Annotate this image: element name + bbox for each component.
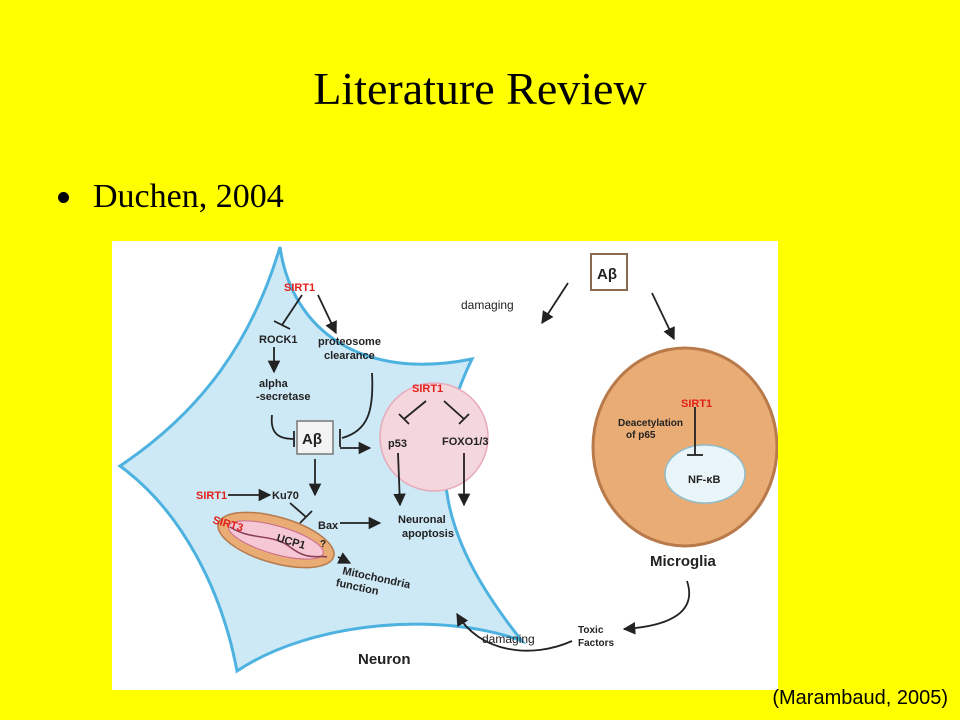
- damaging-bottom-label: damaging: [482, 632, 535, 646]
- slide-title: Literature Review: [313, 63, 647, 114]
- apoptosis-line1: Neuronal: [398, 514, 446, 526]
- sirt1-microglia-label: SIRT1: [681, 398, 712, 410]
- citation: (Marambaud, 2005): [772, 687, 948, 709]
- sirt1-ku-label: SIRT1: [196, 490, 227, 502]
- foxo-label: FOXO1/3: [442, 436, 488, 448]
- alpha-line1: alpha: [259, 378, 289, 390]
- neuron-label: Neuron: [358, 651, 411, 668]
- sirt1-top-label: SIRT1: [284, 282, 315, 294]
- p53-label: p53: [388, 438, 407, 450]
- microglia-label: Microglia: [650, 553, 717, 570]
- pathway-diagram: SIRT1 ROCK1 proteosome clearance alpha -…: [117, 246, 778, 674]
- toxic-line2: Factors: [578, 638, 615, 649]
- alpha-secretase-label: alpha -secretase: [256, 378, 310, 403]
- bullet-dot-icon: [58, 191, 69, 203]
- toxic-line1: Toxic: [578, 625, 604, 636]
- abeta-neuron-label: Aβ: [302, 431, 322, 448]
- proteosome-line2: clearance: [324, 350, 375, 362]
- bax-label: Bax: [318, 520, 339, 532]
- deacetylation-line1: Deacetylation: [618, 418, 683, 429]
- question-mark: ?: [320, 539, 326, 550]
- apoptosis-line2: apoptosis: [402, 528, 454, 540]
- proteosome-line1: proteosome: [318, 336, 381, 348]
- ku70-label: Ku70: [272, 490, 299, 502]
- abeta-neuron-box: [296, 420, 334, 455]
- abeta-box-label: Aβ: [597, 266, 617, 283]
- toxic-factors-label: Toxic Factors: [578, 625, 615, 649]
- sirt1-nucleus-label: SIRT1: [412, 383, 443, 395]
- mitochondrion: [217, 511, 335, 569]
- apoptosis-label: Neuronal apoptosis: [398, 514, 454, 540]
- pathway-arrows: [228, 282, 703, 652]
- neuron-cell-shape: [117, 246, 527, 674]
- damaging-top-label: damaging: [461, 298, 514, 312]
- abeta-box: [590, 253, 628, 291]
- deacetylation-label: Deacetylation of p65: [618, 418, 686, 441]
- bullet-text: Duchen, 2004: [93, 178, 284, 215]
- alpha-line2: -secretase: [256, 391, 310, 403]
- deacetylation-line2: of p65: [626, 430, 656, 441]
- nucleus-circle: [379, 382, 489, 492]
- proteosome-label: proteosome clearance: [318, 336, 384, 362]
- rock1-label: ROCK1: [259, 334, 298, 346]
- nfkb-label: NF-κB: [688, 474, 720, 486]
- bullet-item: Duchen, 2004: [58, 178, 284, 216]
- microglia-cell: [591, 346, 778, 548]
- pathway-figure: SIRT1 ROCK1 proteosome clearance alpha -…: [112, 241, 778, 690]
